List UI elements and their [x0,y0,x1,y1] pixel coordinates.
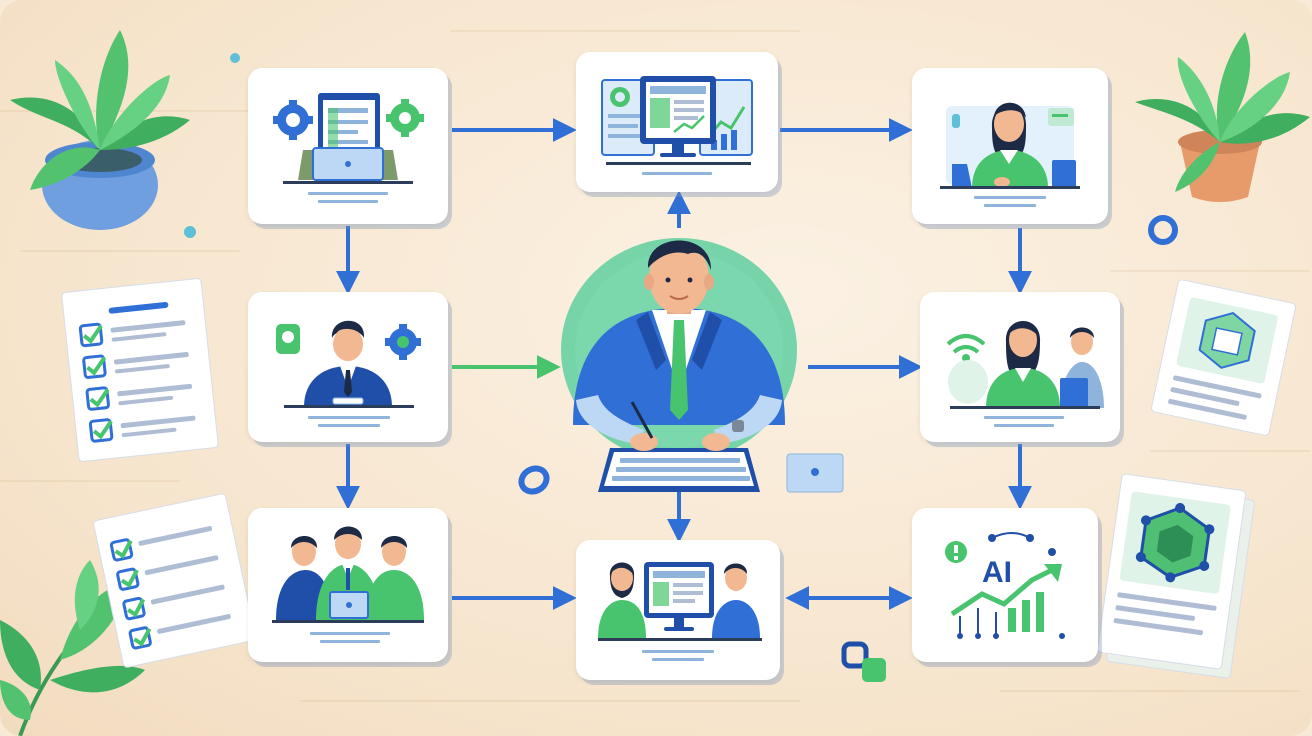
plant-bottom-left [0,560,145,736]
lock-decoration [841,641,886,682]
network-paper-right [1151,280,1296,436]
man-presenting-illustration [276,320,421,427]
ring-decoration [1148,215,1178,245]
node-businessman-typing[interactable] [548,220,810,500]
wood-grain [20,250,240,252]
node-team-meeting[interactable] [248,508,448,662]
team-meeting-illustration [272,526,424,643]
node-ai-growth-chart[interactable]: AI [912,508,1098,662]
dot-decoration [230,53,240,63]
tablet-decoration [786,453,844,493]
wood-grain [0,480,180,482]
woman-desk-illustration [940,102,1080,207]
wifi-pair-illustration [946,321,1104,427]
plant-top-left [10,30,190,230]
wood-grain [450,30,800,32]
pair-monitor-illustration [598,562,762,661]
checklist-paper-left [61,278,219,462]
plant-top-right [1135,32,1310,202]
node-dashboard-monitor[interactable] [576,52,778,192]
dashboard-illustration [601,76,753,175]
node-man-presenting[interactable] [248,292,448,442]
wood-grain [300,700,800,702]
wood-grain [1110,270,1310,272]
network-paper-bottom-right [1097,473,1255,679]
node-woman-at-desk[interactable] [912,68,1108,224]
checklist-paper-bottom [93,493,256,668]
ai-chart-illustration [945,532,1065,639]
ai-label: AI [982,556,1012,589]
laptop-gears-illustration [273,93,424,203]
wood-grain [1150,450,1310,452]
wood-grain [1000,690,1300,692]
ring-decoration [518,465,550,495]
node-wifi-pair[interactable] [920,292,1120,442]
dot-decoration [184,226,196,238]
node-pair-at-monitor[interactable] [576,540,780,680]
node-laptop-gears[interactable] [248,68,448,224]
